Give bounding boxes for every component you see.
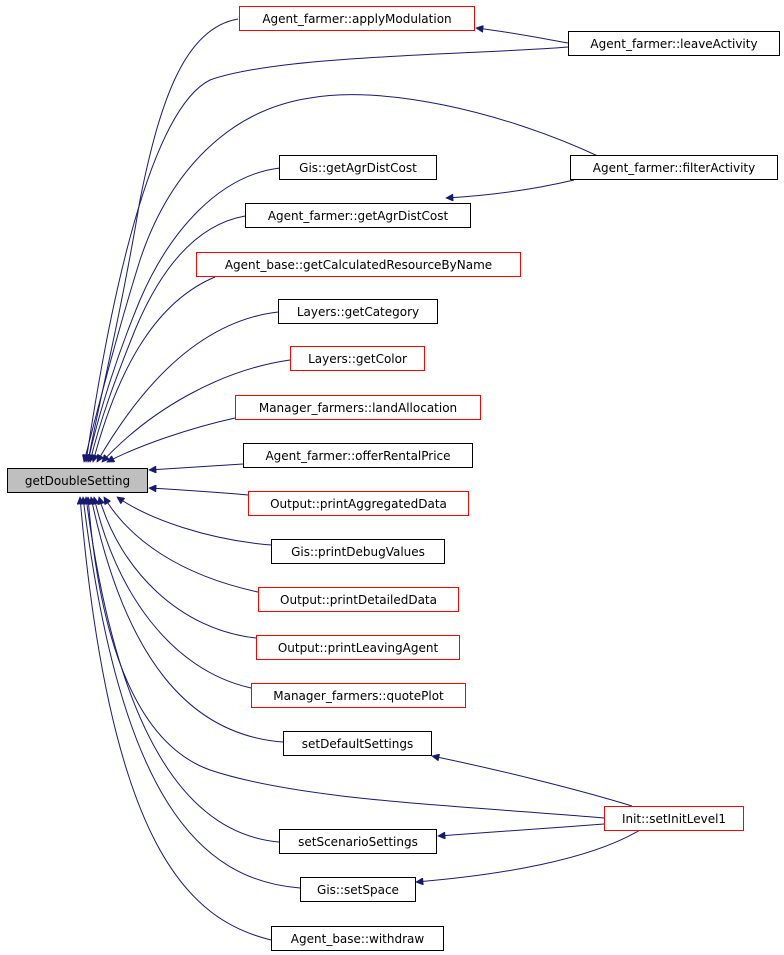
node-printLeavingAgent[interactable]: Output::printLeavingAgent xyxy=(256,635,460,660)
node-printDetailedData-label: Output::printDetailedData xyxy=(280,593,437,607)
root-node: getDoubleSetting xyxy=(7,468,148,493)
node-setSpace-label: Gis::setSpace xyxy=(317,883,399,897)
node-applyModulation-label: Agent_farmer::applyModulation xyxy=(262,12,451,26)
edge-getAgrDistCostGis xyxy=(88,167,281,462)
node-printAggregatedData[interactable]: Output::printAggregatedData xyxy=(248,491,469,516)
edges xyxy=(80,18,641,941)
edge-getColor xyxy=(102,359,291,462)
node-setScenarioSettings: setScenarioSettings xyxy=(279,829,437,854)
node-printDebugValues: Gis::printDebugValues xyxy=(271,539,445,564)
edge-setInitLevel1-to-setSpace xyxy=(416,829,641,882)
edge-filterActivity xyxy=(84,94,601,462)
edge-offerRentalPrice xyxy=(149,463,244,470)
node-setSpace: Gis::setSpace xyxy=(300,877,416,902)
node-filterActivity: Agent_farmer::filterActivity xyxy=(570,155,778,180)
edge-setSpace xyxy=(83,497,301,889)
edge-printAggregatedData xyxy=(149,488,249,496)
edge-getCategory xyxy=(96,311,279,462)
edge-quotePlot xyxy=(94,497,252,689)
node-getColor-label: Layers::getColor xyxy=(308,352,407,366)
node-setInitLevel1-label: Init::setInitLevel1 xyxy=(622,812,726,826)
node-getCalculatedResourceByName[interactable]: Agent_base::getCalculatedResourceByName xyxy=(196,252,521,277)
edge-printDebugValues xyxy=(117,497,272,546)
node-withdraw-label: Agent_base::withdraw xyxy=(291,932,425,946)
node-getAgrDistCostFarmer-label: Agent_farmer::getAgrDistCost xyxy=(268,209,449,223)
node-quotePlot-label: Manager_farmers::quotePlot xyxy=(273,689,444,703)
node-setDefaultSettings: setDefaultSettings xyxy=(283,731,432,756)
node-getCategory-label: Layers::getCategory xyxy=(297,305,419,319)
node-setDefaultSettings-label: setDefaultSettings xyxy=(302,737,413,751)
edge-filterActivity-to-getAgrDistCost xyxy=(446,179,575,198)
root-node-label: getDoubleSetting xyxy=(25,474,130,488)
edge-applyModulation xyxy=(88,18,239,462)
node-getColor[interactable]: Layers::getColor xyxy=(290,346,425,371)
edge-setInitLevel1 xyxy=(88,497,605,819)
node-getAgrDistCostFarmer: Agent_farmer::getAgrDistCost xyxy=(245,203,471,228)
node-applyModulation[interactable]: Agent_farmer::applyModulation xyxy=(239,6,475,31)
node-setScenarioSettings-label: setScenarioSettings xyxy=(298,835,418,849)
edge-leaveActivity-to-applyModulation xyxy=(476,28,569,44)
edge-getAgrDistCostFarmer xyxy=(90,215,246,462)
node-offerRentalPrice: Agent_farmer::offerRentalPrice xyxy=(243,443,473,468)
edge-setDefaultSettings xyxy=(91,497,284,743)
edge-leaveActivity xyxy=(86,46,569,462)
nodes: getDoubleSetting Agent_farmer::applyModu… xyxy=(7,6,780,951)
node-withdraw: Agent_base::withdraw xyxy=(271,926,444,951)
node-printDebugValues-label: Gis::printDebugValues xyxy=(291,545,425,559)
node-getCategory: Layers::getCategory xyxy=(278,299,438,324)
node-offerRentalPrice-label: Agent_farmer::offerRentalPrice xyxy=(265,449,450,463)
edge-withdraw xyxy=(80,497,272,941)
node-getCalculatedResourceByName-label: Agent_base::getCalculatedResourceByName xyxy=(225,258,492,272)
node-landAllocation-label: Manager_farmers::landAllocation xyxy=(259,401,457,415)
node-printLeavingAgent-label: Output::printLeavingAgent xyxy=(278,641,439,655)
node-landAllocation[interactable]: Manager_farmers::landAllocation xyxy=(235,395,481,420)
node-getAgrDistCostGis: Gis::getAgrDistCost xyxy=(279,155,437,180)
edge-setInitLevel1-to-setDefaultSettings xyxy=(432,756,633,807)
node-setInitLevel1[interactable]: Init::setInitLevel1 xyxy=(604,806,744,831)
node-printDetailedData[interactable]: Output::printDetailedData xyxy=(258,587,459,612)
node-printAggregatedData-label: Output::printAggregatedData xyxy=(270,497,447,511)
node-leaveActivity-label: Agent_farmer::leaveActivity xyxy=(590,37,757,51)
edge-printDetailedData xyxy=(103,497,259,593)
edge-printLeavingAgent xyxy=(99,497,257,639)
edge-setInitLevel1-to-setScenarioSettings xyxy=(438,823,605,836)
edge-getCalculatedResourceByName xyxy=(93,276,216,462)
edge-setScenarioSettings xyxy=(86,497,280,843)
edge-landAllocation xyxy=(107,417,236,463)
node-getAgrDistCostGis-label: Gis::getAgrDistCost xyxy=(299,161,417,175)
node-leaveActivity: Agent_farmer::leaveActivity xyxy=(568,31,780,56)
node-quotePlot[interactable]: Manager_farmers::quotePlot xyxy=(251,683,466,708)
node-filterActivity-label: Agent_farmer::filterActivity xyxy=(593,161,756,175)
